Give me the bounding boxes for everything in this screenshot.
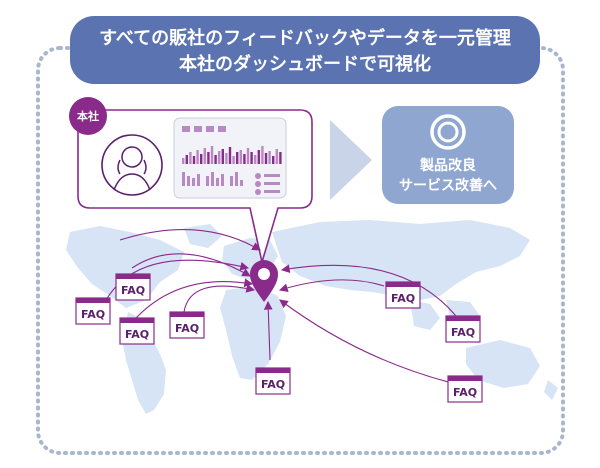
faq-card: FAQ (119, 317, 155, 345)
arrow-from-faq-9 (119, 229, 261, 251)
hq-badge (69, 97, 107, 135)
dashboard-bar-mark (243, 154, 246, 164)
arrow-from-faq-8 (279, 299, 457, 385)
result-line1: 製品改良 (419, 157, 476, 174)
dashboard-bar-mark (210, 146, 214, 164)
dashboard-bar-mark (264, 153, 268, 164)
dashboard-bar-mark (203, 148, 206, 164)
faq-card-label: FAQ (125, 328, 149, 341)
arrow-from-faq-5 (263, 300, 273, 361)
faq-card-titlebar (120, 318, 154, 323)
dashboard-bar-mark (232, 156, 235, 164)
faq-card: FAQ (75, 297, 111, 325)
faq-card-titlebar (76, 298, 110, 303)
arrow-from-faq-6 (278, 279, 385, 293)
faq-card-titlebar (256, 368, 290, 373)
arrow-from-faq-2 (131, 253, 251, 277)
header-banner: すべての販社のフィードバックやデータを一元管理 本社のダッシュボードで可視化 (70, 16, 540, 84)
header-line2: 本社のダッシュボードで可視化 (179, 53, 431, 75)
dashboard-bar-chart-icon (182, 146, 282, 164)
arrow-from-faq-4 (183, 284, 256, 313)
chevron-right-icon (330, 120, 372, 200)
person-avatar-icon (101, 134, 163, 196)
dashboard-bar-mark (221, 149, 224, 164)
dashboard-bar-mark (200, 154, 203, 164)
header-banner-bg (70, 16, 540, 84)
result-box: 製品改良 サービス改善へ (382, 106, 514, 204)
arrow-from-faq-1 (99, 259, 250, 313)
faq-card: FAQ (385, 281, 421, 309)
result-line2: サービス改善へ (399, 177, 497, 194)
hq-badge-label: 本社 (77, 109, 99, 123)
faq-card-label: FAQ (453, 386, 477, 399)
faq-card-titlebar (116, 274, 150, 279)
faq-card-label: FAQ (261, 378, 285, 391)
faq-cards: FAQ FAQ FAQ FAQ FAQ FAQ FAQ FAQ (75, 273, 483, 403)
faq-card: FAQ (115, 273, 151, 301)
dashboard-bar-mark (268, 151, 271, 164)
dashboard-bar-mark (250, 152, 253, 164)
dashboard-thumbnail-icon (173, 117, 287, 199)
faq-card-label: FAQ (175, 322, 199, 335)
faq-card-label: FAQ (391, 292, 415, 305)
dashboard-bar-mark (272, 156, 275, 164)
header-line1: すべての販社のフィードバックやデータを一元管理 (99, 27, 511, 49)
dashboard-bar-mark (192, 156, 196, 164)
result-box-bg (382, 106, 514, 204)
dashboard-bar-mark (225, 153, 228, 164)
faq-card-titlebar (170, 312, 204, 317)
feedback-arrows (99, 229, 457, 385)
arrow-from-faq-7 (280, 264, 457, 317)
dashboard-mini-charts-icon (182, 172, 280, 195)
world-map (66, 220, 558, 414)
dashboard-bar-mark (246, 148, 250, 164)
arrow-from-faq-3 (135, 278, 254, 319)
faq-card: FAQ (447, 375, 483, 403)
faq-card-titlebar (446, 316, 480, 321)
dashboard-bar-mark (254, 155, 257, 164)
faq-card: FAQ (255, 367, 291, 395)
dashboard-bar-mark (228, 147, 232, 164)
dashboard-bar-mark (207, 152, 210, 164)
dashboard-bar-mark (182, 158, 185, 164)
dashboard-bar-mark (236, 152, 239, 164)
dashboard-bar-mark (218, 151, 221, 164)
dashboard-bar-mark (185, 155, 188, 164)
faq-card-label: FAQ (81, 308, 105, 321)
faq-card: FAQ (169, 311, 205, 339)
faq-card: FAQ (445, 315, 481, 343)
faq-card-titlebar (448, 376, 482, 381)
location-pin-icon (250, 260, 278, 302)
dashboard-bar-mark (189, 152, 192, 164)
faq-card-label: FAQ (121, 284, 145, 297)
dashboard-bar-mark (261, 146, 264, 164)
dashboard-bar-mark (257, 150, 260, 164)
faq-card-titlebar (386, 282, 420, 287)
dashboard-bar-mark (214, 155, 217, 164)
double-circle-icon (430, 114, 466, 150)
dashboard-bar-mark (279, 152, 282, 164)
faq-card-label: FAQ (451, 326, 475, 339)
hq-bubble: 本社 (69, 97, 313, 266)
dashboard-bar-mark (275, 149, 278, 164)
dashboard-bar-mark (196, 150, 199, 164)
dashboard-bar-mark (239, 150, 242, 164)
